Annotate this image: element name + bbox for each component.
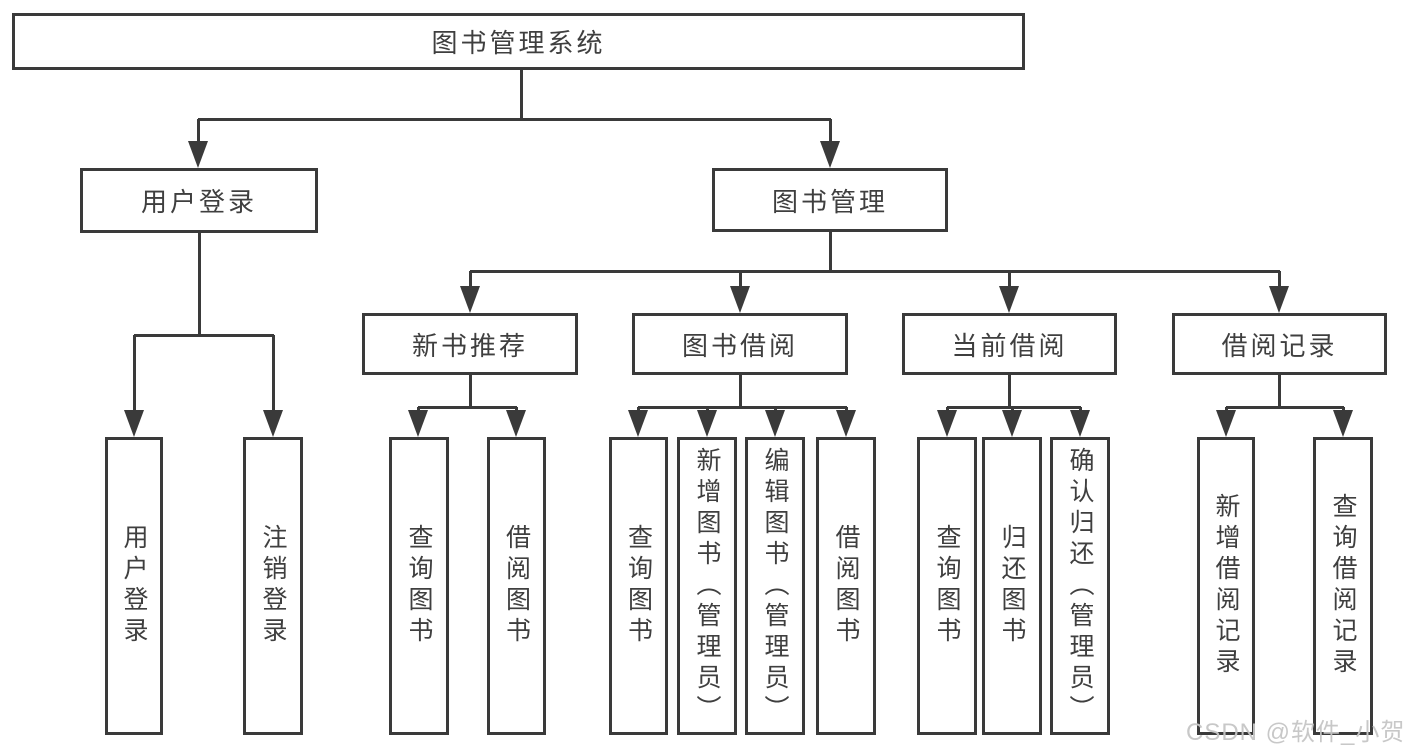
node-root-library-system: 图书管理系统 — [12, 13, 1025, 70]
node-borrowing-records: 借阅记录 — [1172, 313, 1387, 375]
leaf-confirm-return-admin-label: 确认归还（管理员） — [1066, 446, 1094, 726]
leaf-borrow-books-1: 借阅图书 — [487, 437, 546, 735]
leaf-logout-label: 注销登录 — [259, 524, 287, 648]
leaf-logout: 注销登录 — [243, 437, 303, 735]
connector-vline-7 — [468, 271, 472, 295]
leaf-query-books-3-label: 查询图书 — [933, 524, 961, 648]
node-book-management-label: 图书管理 — [771, 186, 888, 217]
connector-hline-5 — [947, 405, 1081, 409]
connector-hline-1 — [134, 333, 274, 337]
connector-vline-12 — [738, 375, 742, 409]
arrowhead-down-icon-11 — [697, 410, 717, 437]
arrowhead-down-icon-7 — [263, 410, 283, 437]
arrowhead-down-icon-15 — [1002, 410, 1022, 437]
arrowhead-down-icon-5 — [1269, 286, 1289, 313]
leaf-borrow-books-1-label: 借阅图书 — [502, 524, 531, 648]
arrowhead-down-icon-0 — [188, 141, 208, 168]
connector-vline-8 — [738, 271, 742, 295]
leaf-add-borrow-record-label: 新增借阅记录 — [1212, 493, 1240, 679]
leaf-query-books-3: 查询图书 — [917, 437, 977, 735]
connector-vline-9 — [1007, 271, 1011, 295]
connector-vline-1 — [196, 119, 200, 150]
node-current-borrowing-label: 当前借阅 — [951, 330, 1068, 361]
arrowhead-down-icon-18 — [1333, 410, 1353, 437]
node-book-borrowing-label: 图书借阅 — [681, 330, 798, 361]
leaf-query-borrow-record: 查询借阅记录 — [1313, 437, 1373, 735]
connector-vline-6 — [828, 232, 832, 273]
node-new-book-recommend: 新书推荐 — [362, 313, 578, 375]
leaf-query-borrow-record-label: 查询借阅记录 — [1329, 493, 1357, 679]
leaf-query-books-2-label: 查询图书 — [624, 524, 653, 648]
arrowhead-down-icon-12 — [765, 410, 785, 437]
connector-vline-3 — [197, 233, 201, 337]
arrowhead-down-icon-9 — [506, 410, 526, 437]
leaf-add-books-admin: 新增图书（管理员） — [677, 437, 737, 735]
connector-vline-10 — [1277, 271, 1281, 295]
arrowhead-down-icon-10 — [628, 410, 648, 437]
leaf-user-login-label: 用户登录 — [120, 524, 148, 648]
connector-vline-13 — [1007, 375, 1011, 409]
node-book-management: 图书管理 — [712, 168, 948, 232]
arrowhead-down-icon-17 — [1216, 410, 1236, 437]
arrowhead-down-icon-8 — [408, 410, 428, 437]
node-borrowing-records-label: 借阅记录 — [1221, 330, 1338, 361]
arrowhead-down-icon-16 — [1070, 410, 1090, 437]
arrowhead-down-icon-2 — [460, 286, 480, 313]
leaf-query-books-1-label: 查询图书 — [405, 524, 433, 648]
connector-vline-0 — [519, 70, 523, 119]
arrowhead-down-icon-3 — [730, 286, 750, 313]
leaf-user-login: 用户登录 — [105, 437, 163, 735]
node-user-login: 用户登录 — [80, 168, 318, 233]
connector-vline-2 — [828, 119, 832, 150]
csdn-watermark: CSDN @软件_小贺同学 — [1186, 719, 1405, 746]
leaf-borrow-books-2: 借阅图书 — [816, 437, 876, 735]
arrowhead-down-icon-14 — [937, 410, 957, 437]
connector-hline-4 — [638, 405, 847, 409]
connector-vline-4 — [132, 335, 136, 420]
leaf-query-books-2: 查询图书 — [609, 437, 668, 735]
arrowhead-down-icon-1 — [820, 141, 840, 168]
node-book-borrowing: 图书借阅 — [632, 313, 848, 375]
arrowhead-down-icon-4 — [999, 286, 1019, 313]
connector-hline-6 — [1226, 405, 1344, 409]
node-new-book-recommend-label: 新书推荐 — [411, 330, 528, 361]
leaf-add-books-admin-label: 新增图书（管理员） — [693, 446, 721, 726]
connector-hline-2 — [470, 269, 1280, 273]
leaf-borrow-books-2-label: 借阅图书 — [832, 524, 860, 648]
leaf-edit-books-admin: 编辑图书（管理员） — [745, 437, 805, 735]
connector-hline-0 — [198, 117, 831, 121]
connector-vline-5 — [271, 335, 275, 420]
leaf-add-borrow-record: 新增借阅记录 — [1197, 437, 1255, 735]
connector-hline-3 — [418, 405, 517, 409]
arrowhead-down-icon-6 — [124, 410, 144, 437]
leaf-edit-books-admin-label: 编辑图书（管理员） — [761, 446, 789, 726]
arrowhead-down-icon-13 — [836, 410, 856, 437]
leaf-return-books-label: 归还图书 — [998, 524, 1026, 648]
leaf-confirm-return-admin: 确认归还（管理员） — [1050, 437, 1110, 735]
node-user-login-label: 用户登录 — [140, 187, 257, 217]
node-root-library-system-label: 图书管理系统 — [431, 28, 606, 58]
connector-vline-11 — [468, 375, 472, 409]
leaf-return-books: 归还图书 — [982, 437, 1042, 735]
connector-vline-14 — [1277, 375, 1281, 409]
leaf-query-books-1: 查询图书 — [389, 437, 449, 735]
node-current-borrowing: 当前借阅 — [902, 313, 1117, 375]
